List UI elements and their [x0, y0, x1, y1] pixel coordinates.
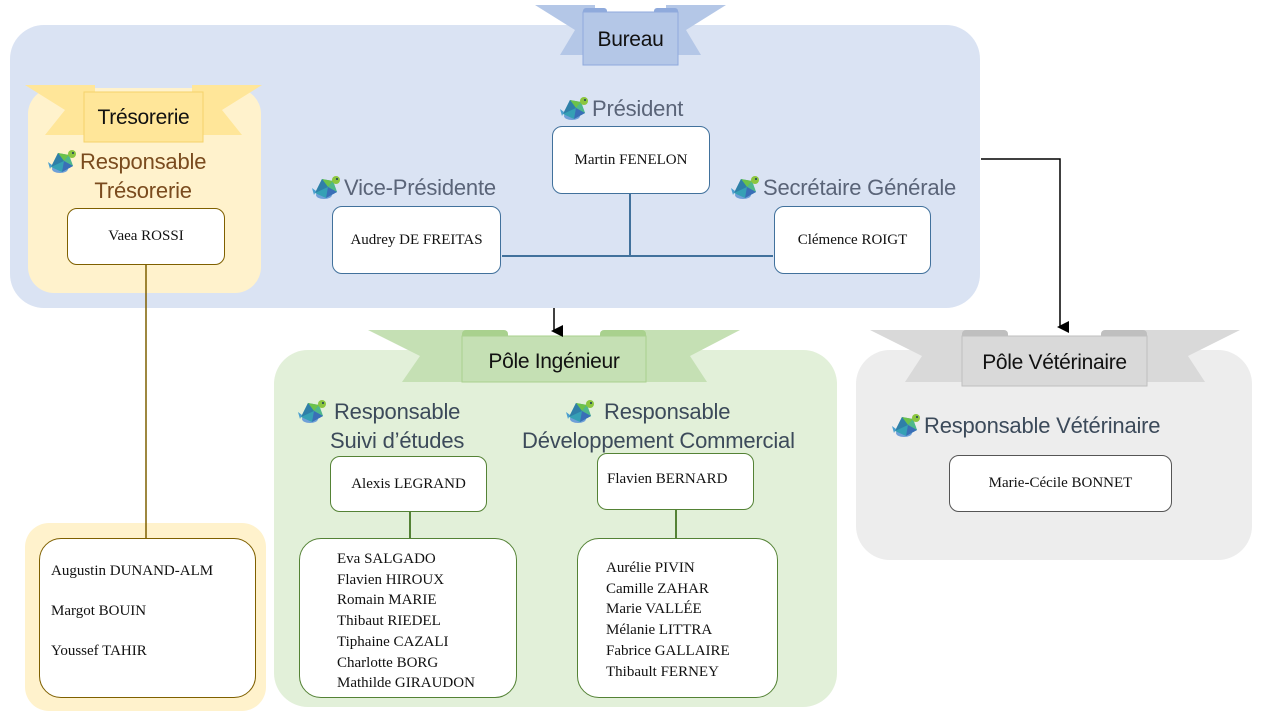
- tresorier-name: Vaea ROSSI: [108, 228, 184, 244]
- dev-commercial-role: Responsable Développement Commercial: [522, 397, 795, 455]
- president-name: Martin FENELON: [574, 151, 688, 168]
- list-item: Romain MARIE: [337, 592, 437, 609]
- list-item: Margot BOUIN: [51, 603, 147, 619]
- turtle-icon: [310, 171, 342, 203]
- list-item: Augustin DUNAND-ALM: [51, 563, 214, 579]
- pole-veterinaire-title: Pôle Vétérinaire: [982, 351, 1127, 374]
- turtle-icon: [296, 395, 328, 427]
- bureau-to-veterinaire-arrow: [981, 158, 1069, 333]
- tresorerie-role: Responsable Trésorerie: [46, 147, 206, 205]
- tresorier-name-box: Vaea ROSSI: [67, 208, 225, 265]
- suivi-etudes-role: Responsable Suivi d’études: [296, 397, 464, 455]
- list-item: Charlotte BORG: [337, 654, 439, 671]
- tresorerie-title: Trésorerie: [97, 106, 190, 129]
- list-item: Thibaut RIEDEL: [337, 613, 441, 630]
- list-item: Flavien HIROUX: [337, 571, 445, 588]
- vice-presidente-name-box: Audrey DE FREITAS: [332, 206, 501, 274]
- secretaire-name: Clémence ROIGT: [797, 231, 908, 248]
- veterinaire-name-box: Marie-Cécile BONNET: [949, 455, 1172, 512]
- list-item: Mélanie LITTRA: [606, 622, 713, 639]
- vice-presidente-role: Vice-Présidente: [310, 173, 496, 203]
- turtle-icon: [729, 171, 761, 203]
- tresorerie-members-list: Augustin DUNAND-ALM Margot BOUIN Youssef…: [39, 538, 256, 698]
- suivi-etudes-members-list: Eva SALGADO Flavien HIROUX Romain MARIE …: [299, 538, 517, 698]
- list-item: Marie VALLÉE: [606, 601, 702, 618]
- list-item: Fabrice GALLAIRE: [606, 642, 730, 659]
- dev-commercial-name-box: Flavien BERNARD: [597, 453, 754, 510]
- list-item: Camille ZAHAR: [606, 580, 709, 597]
- secretaire-name-box: Clémence ROIGT: [774, 206, 931, 274]
- suivi-etudes-name: Alexis LEGRAND: [351, 475, 466, 492]
- suivi-etudes-name-box: Alexis LEGRAND: [330, 456, 487, 512]
- list-item: Youssef TAHIR: [51, 643, 147, 659]
- bureau-title: Bureau: [597, 28, 664, 51]
- dev-commercial-name: Flavien BERNARD: [607, 471, 728, 487]
- list-item: Tiphaine CAZALI: [337, 633, 449, 650]
- list-item: Mathilde GIRAUDON: [337, 675, 475, 692]
- pole-ingenieur-title: Pôle Ingénieur: [488, 350, 620, 373]
- turtle-icon: [890, 409, 922, 441]
- turtle-icon: [558, 92, 590, 124]
- vice-presidente-name: Audrey DE FREITAS: [350, 231, 483, 248]
- veterinaire-name: Marie-Cécile BONNET: [988, 475, 1133, 491]
- secretaire-role: Secrétaire Générale: [729, 173, 956, 203]
- list-item: Eva SALGADO: [337, 551, 436, 567]
- list-item: Aurélie PIVIN: [606, 560, 695, 576]
- president-name-box: Martin FENELON: [552, 126, 710, 194]
- list-item: Thibault FERNEY: [606, 663, 719, 680]
- dev-commercial-members-list: Aurélie PIVIN Camille ZAHAR Marie VALLÉE…: [577, 538, 778, 698]
- president-role: Président: [558, 94, 683, 124]
- veterinaire-role: Responsable Vétérinaire: [890, 409, 1161, 441]
- turtle-icon: [46, 145, 78, 177]
